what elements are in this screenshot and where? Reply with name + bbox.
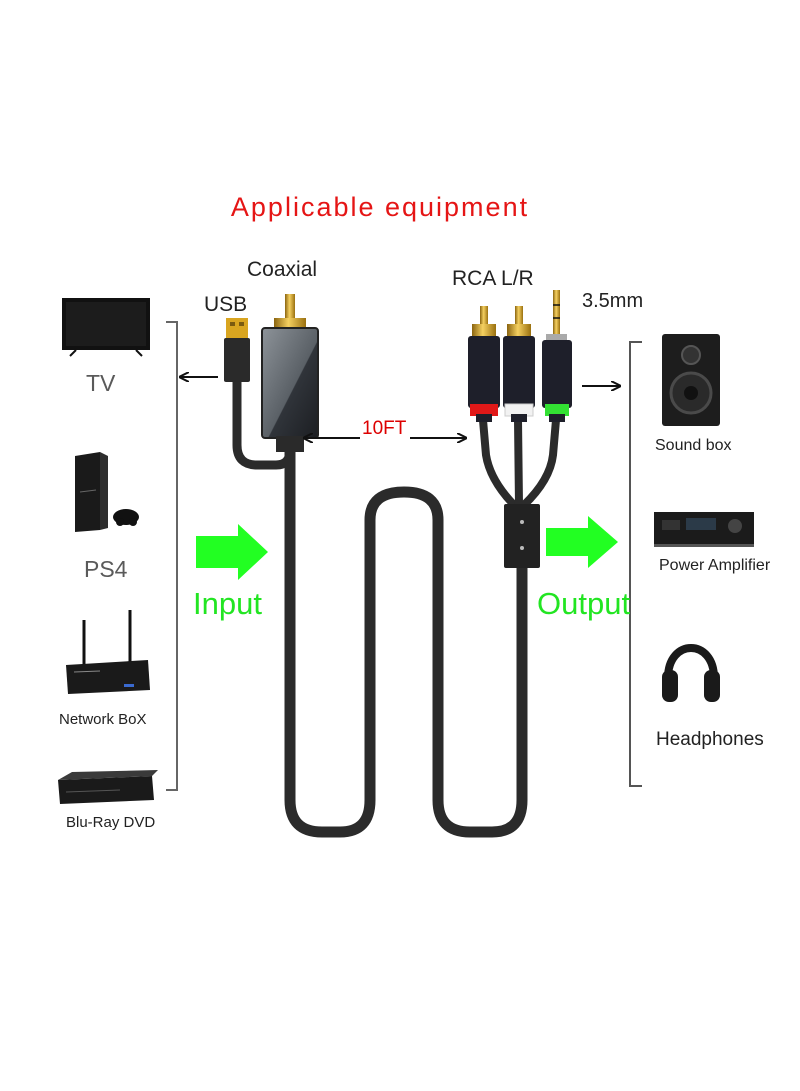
rca-white-connector <box>503 306 535 422</box>
network-box-router-icon <box>66 610 150 694</box>
device-label-tv: TV <box>86 370 116 396</box>
output-label: Output <box>537 586 631 621</box>
device-label-network-box: Network BoX <box>59 711 147 728</box>
output-green-arrow <box>546 516 618 568</box>
jack-3-5mm-label: 3.5mm <box>582 290 644 312</box>
usb-connector <box>224 318 250 382</box>
cable <box>232 373 560 838</box>
splitter-block <box>504 504 540 568</box>
input-label: Input <box>193 586 262 621</box>
usb-label: USB <box>204 293 248 316</box>
diagram-title: Applicable equipment <box>230 192 530 222</box>
cable-length-label: 10FT <box>362 418 407 439</box>
rca-label: RCA L/R <box>452 267 534 290</box>
tv-icon <box>62 298 150 357</box>
bluray-player-icon <box>58 770 158 804</box>
device-label-bluray: Blu-Ray DVD <box>66 814 156 831</box>
input-bracket <box>166 321 178 791</box>
device-label-ps4: PS4 <box>84 556 128 582</box>
input-green-arrow <box>196 524 268 580</box>
coaxial-connector <box>261 294 319 452</box>
ps4-console-icon <box>75 452 139 532</box>
jack-3-5mm-connector <box>542 290 572 422</box>
speaker-icon <box>662 334 720 426</box>
headphones-icon <box>662 644 720 702</box>
coaxial-label: Coaxial <box>247 258 318 281</box>
rca-red-connector <box>468 306 500 422</box>
output-bracket <box>629 341 642 787</box>
device-label-headphones: Headphones <box>656 729 764 750</box>
device-label-power-amplifier: Power Amplifier <box>659 557 771 574</box>
amplifier-icon <box>654 512 754 547</box>
device-label-sound-box: Sound box <box>655 437 732 454</box>
